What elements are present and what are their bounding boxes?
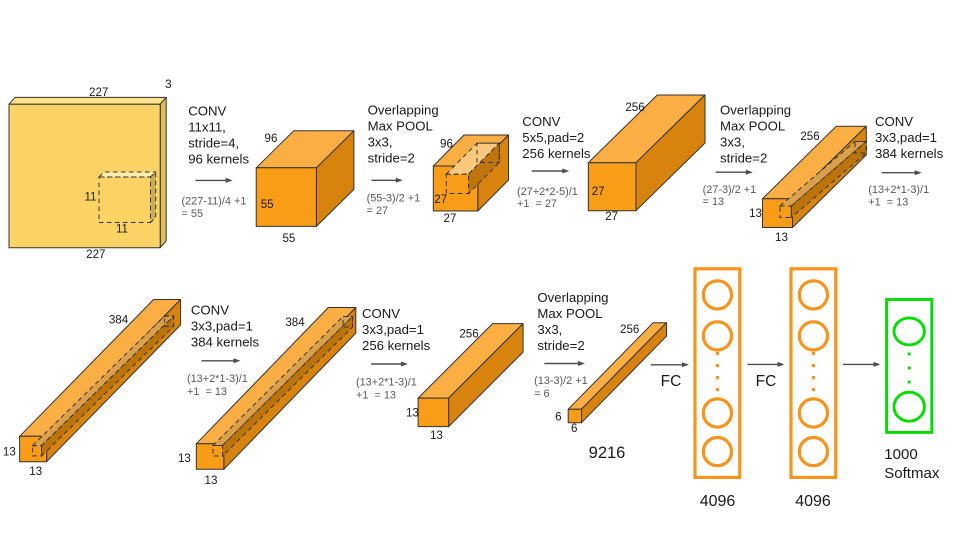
svg-text:(27+2*2-5)/1: (27+2*2-5)/1 xyxy=(517,186,578,198)
svg-text:Softmax: Softmax xyxy=(884,465,940,482)
svg-text:13: 13 xyxy=(775,231,788,244)
svg-text:+1 = 27: +1 = 27 xyxy=(517,198,557,210)
svg-text:3x3,: 3x3, xyxy=(720,135,745,150)
svg-text:= 55: = 55 xyxy=(182,208,204,220)
svg-text:27: 27 xyxy=(434,193,447,206)
svg-text:CONV: CONV xyxy=(362,306,400,321)
svg-text:+1 = 13: +1 = 13 xyxy=(356,390,396,402)
svg-text:55: 55 xyxy=(261,198,274,211)
svg-text:13: 13 xyxy=(3,446,16,459)
svg-text:CONV: CONV xyxy=(522,114,560,129)
svg-text:11: 11 xyxy=(84,191,96,204)
svg-text:256: 256 xyxy=(620,323,639,336)
svg-text:3: 3 xyxy=(165,78,171,91)
svg-text:Overlapping: Overlapping xyxy=(537,290,608,305)
svg-text:FC: FC xyxy=(661,373,682,390)
svg-text:(13+2*1-3)/1: (13+2*1-3)/1 xyxy=(187,373,248,385)
svg-text:+1 = 13: +1 = 13 xyxy=(868,197,908,209)
svg-text:256: 256 xyxy=(459,328,478,341)
svg-text:13: 13 xyxy=(205,474,218,487)
svg-text:+1 = 13: +1 = 13 xyxy=(187,386,227,398)
svg-text:256: 256 xyxy=(800,130,819,143)
svg-text:(13+2*1-3)/1: (13+2*1-3)/1 xyxy=(868,184,929,196)
svg-text:27: 27 xyxy=(592,185,605,198)
svg-text:9216: 9216 xyxy=(589,444,626,462)
svg-text:3x3,: 3x3, xyxy=(537,322,562,337)
svg-text:Max POOL: Max POOL xyxy=(537,306,602,321)
svg-text:stride=2: stride=2 xyxy=(720,150,767,165)
svg-text:27: 27 xyxy=(605,210,618,223)
svg-text:stride=2: stride=2 xyxy=(368,150,415,165)
svg-text:13: 13 xyxy=(749,207,762,220)
svg-text:= 6: = 6 xyxy=(534,388,549,400)
svg-text:384: 384 xyxy=(285,316,305,329)
svg-text:4096: 4096 xyxy=(795,493,831,510)
svg-text:3x3,pad=1: 3x3,pad=1 xyxy=(362,322,424,337)
svg-text:= 27: = 27 xyxy=(367,205,389,217)
svg-text:96: 96 xyxy=(265,132,278,145)
svg-text:Overlapping: Overlapping xyxy=(720,103,791,118)
svg-text:13: 13 xyxy=(406,406,419,419)
svg-text:11x11,: 11x11, xyxy=(188,120,226,135)
svg-text:(55-3)/2 +1: (55-3)/2 +1 xyxy=(367,192,421,204)
svg-text:227: 227 xyxy=(86,248,105,261)
svg-text:1000: 1000 xyxy=(884,446,917,463)
svg-text:CONV: CONV xyxy=(188,104,226,119)
svg-text:3x3,pad=1: 3x3,pad=1 xyxy=(191,319,253,334)
svg-text:11: 11 xyxy=(116,223,128,236)
svg-text:96 kernels: 96 kernels xyxy=(188,151,249,166)
svg-text:256 kernels: 256 kernels xyxy=(362,338,431,353)
svg-text:13: 13 xyxy=(29,465,42,478)
svg-text:5x5,pad=2: 5x5,pad=2 xyxy=(522,130,584,145)
svg-text:384 kernels: 384 kernels xyxy=(875,146,944,161)
svg-text:55: 55 xyxy=(282,232,295,245)
svg-text:CONV: CONV xyxy=(875,114,913,129)
svg-text:384: 384 xyxy=(109,313,129,326)
svg-text:27: 27 xyxy=(444,212,457,225)
svg-text:96: 96 xyxy=(440,137,453,150)
svg-text:(27-3)/2 +1: (27-3)/2 +1 xyxy=(703,184,757,196)
svg-text:CONV: CONV xyxy=(191,303,229,318)
svg-text:Max POOL: Max POOL xyxy=(720,119,785,134)
svg-text:stride=4,: stride=4, xyxy=(188,136,239,151)
svg-text:FC: FC xyxy=(756,373,777,390)
svg-text:13: 13 xyxy=(430,429,443,442)
svg-text:3x3,pad=1: 3x3,pad=1 xyxy=(875,130,937,145)
svg-text:6: 6 xyxy=(571,422,577,435)
svg-text:6: 6 xyxy=(555,411,561,424)
svg-text:Overlapping: Overlapping xyxy=(368,103,439,118)
svg-text:4096: 4096 xyxy=(700,493,736,510)
svg-text:384 kernels: 384 kernels xyxy=(191,335,260,350)
svg-text:256: 256 xyxy=(625,101,644,114)
svg-text:(13-3)/2 +1: (13-3)/2 +1 xyxy=(534,375,588,387)
svg-text:(13+2*1-3)/1: (13+2*1-3)/1 xyxy=(356,376,417,388)
svg-text:stride=2: stride=2 xyxy=(537,338,584,353)
svg-text:256 kernels: 256 kernels xyxy=(522,146,591,161)
svg-text:13: 13 xyxy=(178,452,191,465)
svg-text:227: 227 xyxy=(89,86,108,99)
svg-text:(227-11)/4 +1: (227-11)/4 +1 xyxy=(182,195,247,207)
svg-text:= 13: = 13 xyxy=(703,196,725,208)
svg-text:3x3,: 3x3, xyxy=(368,135,393,150)
svg-text:Max POOL: Max POOL xyxy=(368,119,433,134)
